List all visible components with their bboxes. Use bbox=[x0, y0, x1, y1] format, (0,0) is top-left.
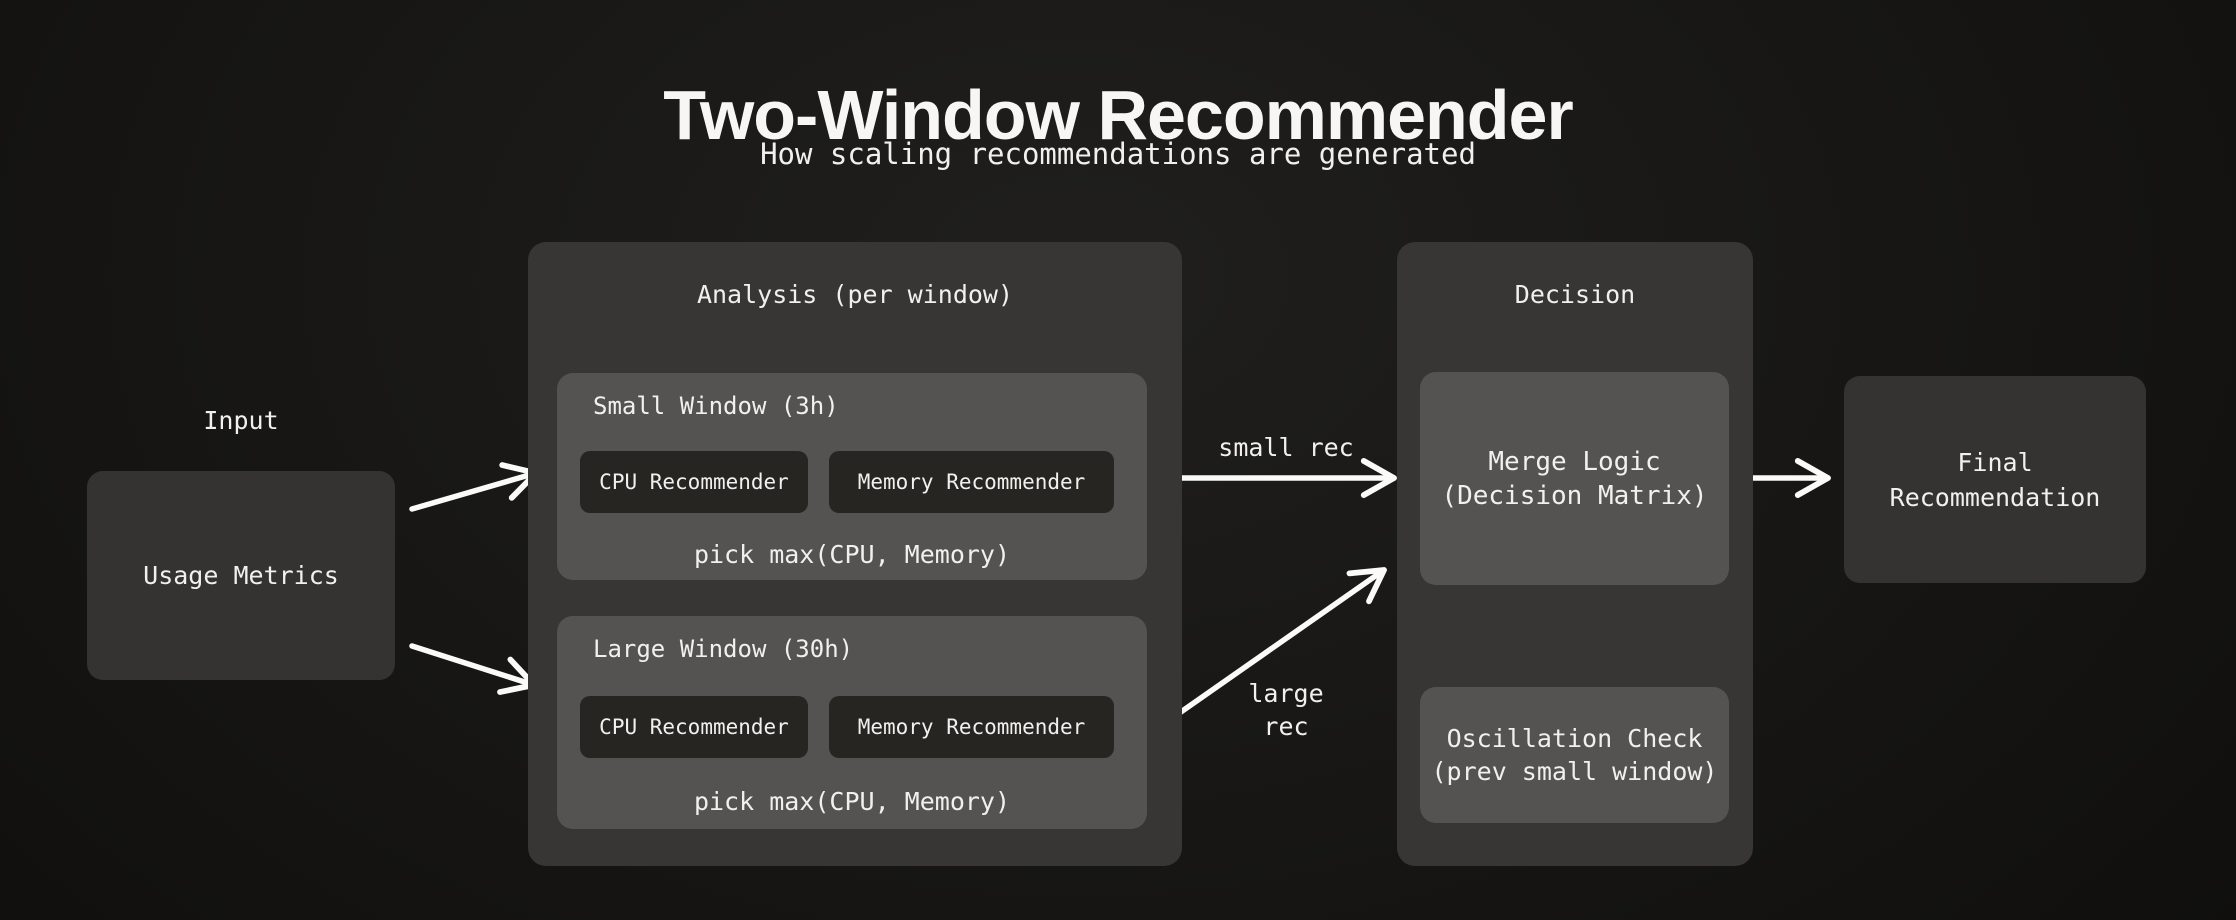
oscillation-check-label: Oscillation Check (prev small window) bbox=[1431, 724, 1718, 786]
usage-metrics-node: Usage Metrics bbox=[87, 471, 395, 680]
arrow-usage-to-large-window bbox=[409, 643, 537, 695]
arrow-usage-to-small-window bbox=[409, 462, 539, 512]
final-recommendation-node: Final Recommendation bbox=[1844, 376, 2146, 583]
small-rec-edge-label: small rec bbox=[1218, 433, 1354, 462]
small-window-title: Small Window (3h) bbox=[593, 392, 839, 420]
page-subtitle: How scaling recommendations are generate… bbox=[760, 137, 1476, 171]
large-rec-edge-label: large rec bbox=[1248, 679, 1324, 741]
memory-recommender-chip: Memory Recommender bbox=[829, 696, 1114, 758]
merge-logic-node: Merge Logic (Decision Matrix) bbox=[1420, 372, 1729, 585]
cpu-recommender-chip: CPU Recommender bbox=[580, 451, 808, 513]
decision-title: Decision bbox=[1514, 280, 1636, 309]
analysis-title: Analysis (per window) bbox=[696, 280, 1014, 309]
oscillation-check-node: Oscillation Check (prev small window) bbox=[1420, 687, 1729, 823]
large-window-node: Large Window (30h) CPU Recommender Memor… bbox=[557, 616, 1147, 829]
cpu-recommender-chip: CPU Recommender bbox=[580, 696, 808, 758]
analysis-container: Analysis (per window) Small Window (3h) … bbox=[528, 242, 1182, 866]
input-stage-label: Input bbox=[203, 406, 279, 435]
usage-metrics-label: Usage Metrics bbox=[143, 561, 339, 590]
pick-max-label: pick max(CPU, Memory) bbox=[693, 787, 1011, 816]
memory-recommender-chip: Memory Recommender bbox=[829, 451, 1114, 513]
large-window-title: Large Window (30h) bbox=[593, 635, 854, 663]
merge-logic-label: Merge Logic (Decision Matrix) bbox=[1441, 446, 1708, 511]
pick-max-label: pick max(CPU, Memory) bbox=[693, 540, 1011, 569]
page-title: Two-Window Recommender bbox=[663, 75, 1573, 154]
small-window-node: Small Window (3h) CPU Recommender Memory… bbox=[557, 373, 1147, 580]
final-recommendation-label: Final Recommendation bbox=[1889, 447, 2101, 512]
decision-container: Decision Merge Logic (Decision Matrix) O… bbox=[1397, 242, 1753, 866]
